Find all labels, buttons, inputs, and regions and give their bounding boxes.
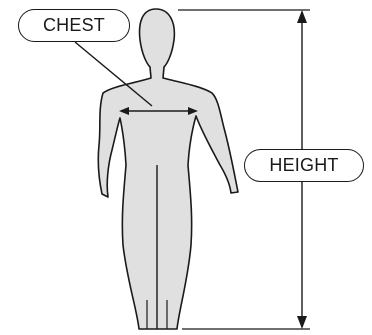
height-arrow-bottom: [297, 316, 307, 329]
height-label: HEIGHT: [244, 149, 364, 182]
mannequin-silhouette: [98, 9, 238, 329]
chest-label: CHEST: [18, 9, 130, 42]
height-arrow-top: [297, 10, 307, 23]
